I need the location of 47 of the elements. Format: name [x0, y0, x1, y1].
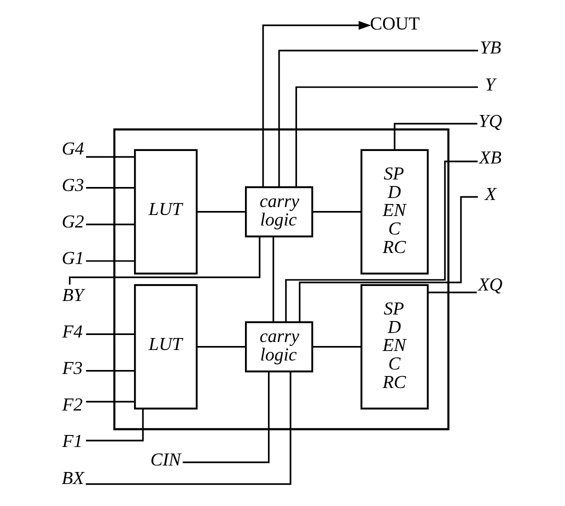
connector [86, 372, 292, 485]
node-box: carry logic [244, 186, 314, 238]
connector [86, 333, 135, 336]
node-text: F3 [62, 358, 83, 378]
node-text: Y [484, 74, 496, 94]
node-text: G1 [62, 248, 84, 268]
connector [285, 160, 478, 322]
node-box: LUT [134, 149, 198, 274]
node-text: G4 [62, 138, 84, 158]
node-text: F1 [62, 431, 83, 452]
connector [394, 122, 478, 150]
node-text: F2 [62, 394, 83, 415]
connector [196, 211, 246, 213]
node-text: YQ [478, 110, 502, 131]
connector [298, 196, 478, 322]
connector [312, 211, 362, 213]
connector [196, 346, 246, 348]
connector [182, 372, 270, 464]
connector [86, 408, 144, 442]
node-text: COUT [370, 14, 420, 34]
connector [86, 187, 135, 189]
cluster [113, 128, 450, 430]
connector [86, 156, 135, 158]
node-text: CIN [150, 450, 181, 470]
connector [86, 260, 135, 262]
connector [295, 86, 478, 188]
connector [428, 292, 477, 294]
node-text: X [484, 184, 496, 204]
node-text: G2 [62, 212, 84, 232]
node-text: BX [62, 468, 84, 488]
connector [86, 370, 135, 372]
node-box: carry logic [244, 321, 314, 372]
connector [312, 346, 362, 348]
node-text: XQ [478, 274, 503, 295]
connector [272, 236, 274, 322]
node-box: SP D EN C RC [360, 284, 429, 410]
connector [278, 50, 478, 187]
node-text: BY [62, 284, 84, 305]
node-box: LUT [134, 284, 198, 410]
node-box: SP D EN C RC [360, 149, 429, 274]
node-text: G3 [62, 175, 84, 195]
connector [86, 224, 135, 226]
node-text: XB [479, 148, 502, 168]
node-text: YB [480, 38, 502, 58]
node-text: F4 [62, 321, 83, 342]
arrow [262, 21, 372, 188]
connector [86, 400, 135, 402]
